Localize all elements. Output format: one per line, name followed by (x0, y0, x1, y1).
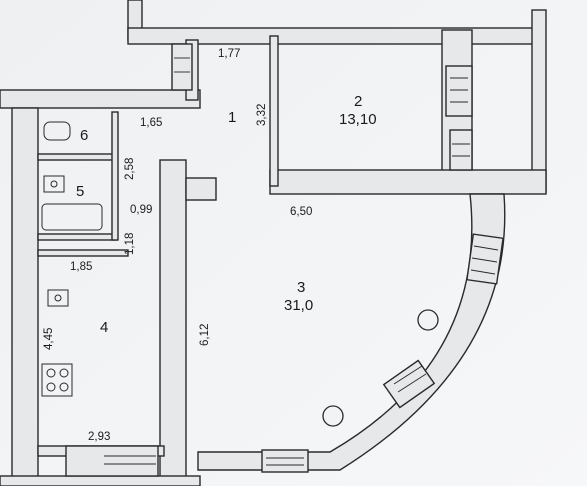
fixtures (41, 121, 103, 397)
room-4-number: 4 (100, 319, 108, 336)
room-1-number: 1 (228, 109, 236, 126)
dim-kitchen-width-bottom: 2,93 (88, 431, 110, 443)
sink-icon-bath (43, 175, 65, 193)
column-upper (417, 309, 439, 331)
dim-kitchen-width-top: 1,85 (70, 261, 92, 273)
room-3-area: 31,0 (284, 297, 313, 314)
dimension-labels: 1,77 1,65 3,32 2,58 0,99 1,18 1,85 4,45 … (43, 48, 312, 443)
room-2-number: 2 (354, 93, 362, 110)
room-6-number: 6 (80, 127, 88, 144)
room-2-area: 13,10 (339, 111, 377, 128)
room-labels: 1 2 13,10 3 31,0 4 5 6 (76, 93, 377, 336)
room-5-number: 5 (76, 183, 84, 200)
bathtub-icon (41, 203, 103, 231)
dim-corridor-height: 3,32 (256, 104, 268, 126)
dim-bath5-width: 0,99 (130, 204, 152, 216)
curved-wall (197, 193, 506, 471)
toilet-icon (43, 121, 71, 141)
dim-corridor-top: 1,77 (218, 48, 240, 60)
room-3-number: 3 (297, 279, 305, 296)
stove-icon (41, 363, 73, 397)
dim-kitchen-height: 4,45 (43, 328, 55, 350)
sink-icon-kitchen (47, 289, 69, 307)
dim-corridor-left: 1,65 (140, 117, 162, 129)
windows (65, 43, 504, 477)
dim-room3-height: 6,12 (199, 324, 211, 346)
column-lower (322, 405, 344, 427)
dim-room3-wall: 6,50 (290, 206, 312, 218)
dim-passage-height: 1,18 (124, 233, 136, 255)
dim-bath5-height: 2,58 (124, 158, 136, 180)
